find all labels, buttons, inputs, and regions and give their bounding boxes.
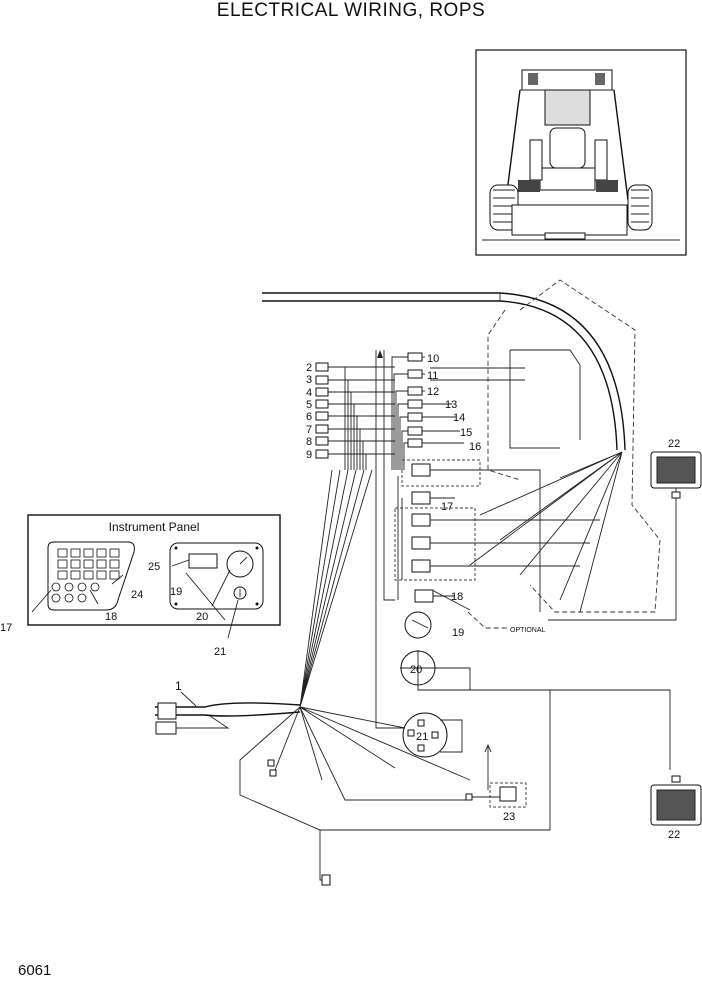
callout-8: 8 (306, 436, 312, 448)
connector-right (407, 426, 423, 436)
panel-button (109, 570, 120, 580)
connector-left (315, 362, 329, 372)
panel-indicator (77, 582, 87, 592)
panel-indicator (64, 582, 74, 592)
callout-6: 6 (306, 411, 312, 423)
connector-layer (315, 352, 464, 470)
callout-5: 5 (306, 399, 312, 411)
callout-21-harness: 21 (416, 731, 428, 743)
panel-button (109, 548, 120, 558)
callout-17-panel: 17 (0, 622, 12, 634)
callout-22-bottom: 22 (668, 829, 680, 841)
callout-20-harness: 20 (410, 664, 422, 676)
panel-indicator (90, 582, 100, 592)
optional-label: OPTIONAL (510, 627, 546, 634)
connector-left (315, 424, 329, 434)
callout-17-harness: 17 (441, 501, 453, 513)
component-23 (465, 743, 527, 808)
connector-left (315, 436, 329, 446)
connector-right (407, 386, 423, 396)
callout-10: 10 (427, 353, 439, 365)
panel-button (70, 548, 81, 558)
connector-left (315, 411, 329, 421)
panel-button (83, 570, 94, 580)
panel-button (83, 559, 94, 569)
callout-24: 24 (131, 589, 143, 601)
callout-7: 7 (306, 424, 312, 436)
callout-14: 14 (453, 412, 465, 424)
panel-indicator (64, 593, 74, 603)
callout-19-harness: 19 (452, 627, 464, 639)
panel-button (70, 570, 81, 580)
switch-block (394, 459, 600, 612)
page-title: ELECTRICAL WIRING, ROPS (216, 0, 486, 21)
panel-button (70, 559, 81, 569)
panel-button (96, 559, 107, 569)
lower-harness (155, 350, 551, 886)
machine-view (475, 49, 687, 256)
panel-indicator (51, 582, 61, 592)
callout-16: 16 (469, 441, 481, 453)
panel-button (83, 548, 94, 558)
lamp-22-bottom (650, 775, 702, 826)
panel-button (109, 559, 120, 569)
callout-25: 25 (148, 561, 160, 573)
callout-2: 2 (306, 362, 312, 374)
connector-right (407, 352, 423, 362)
connector-left (315, 449, 329, 459)
connector-left (315, 375, 329, 385)
callout-1: 1 (175, 679, 182, 693)
callout-13: 13 (445, 399, 457, 411)
gauge-components (400, 611, 671, 770)
panel-indicator (77, 593, 87, 603)
panel-button (57, 548, 68, 558)
callout-23: 23 (503, 811, 515, 823)
panel-button (96, 570, 107, 580)
callout-18-panel: 18 (105, 611, 117, 623)
inset-title: Instrument Panel (109, 520, 200, 534)
callout-12: 12 (427, 386, 439, 398)
callout-3: 3 (306, 374, 312, 386)
callout-4: 4 (306, 387, 312, 399)
callout-15: 15 (460, 427, 472, 439)
callout-21-panel: 21 (214, 646, 226, 658)
callout-20-panel: 20 (196, 611, 208, 623)
panel-button (57, 559, 68, 569)
instrument-panel-inset: Instrument Panel (27, 514, 281, 639)
callout-11: 11 (427, 370, 438, 382)
callout-22-top: 22 (668, 438, 680, 450)
callout-18-harness: 18 (451, 591, 463, 603)
connector-left (315, 399, 329, 409)
panel-button (96, 548, 107, 558)
connector-left (315, 387, 329, 397)
connector-right (407, 438, 423, 448)
page-number: 6061 (18, 962, 52, 979)
main-harness (262, 279, 661, 613)
connector-right (407, 399, 423, 409)
panel-indicator (51, 593, 61, 603)
connector-right (407, 369, 423, 379)
lamp-22-top (548, 451, 702, 621)
callout-19-panel: 19 (170, 586, 182, 598)
callout-9: 9 (306, 449, 312, 461)
panel-button (57, 570, 68, 580)
connector-right (407, 412, 423, 422)
